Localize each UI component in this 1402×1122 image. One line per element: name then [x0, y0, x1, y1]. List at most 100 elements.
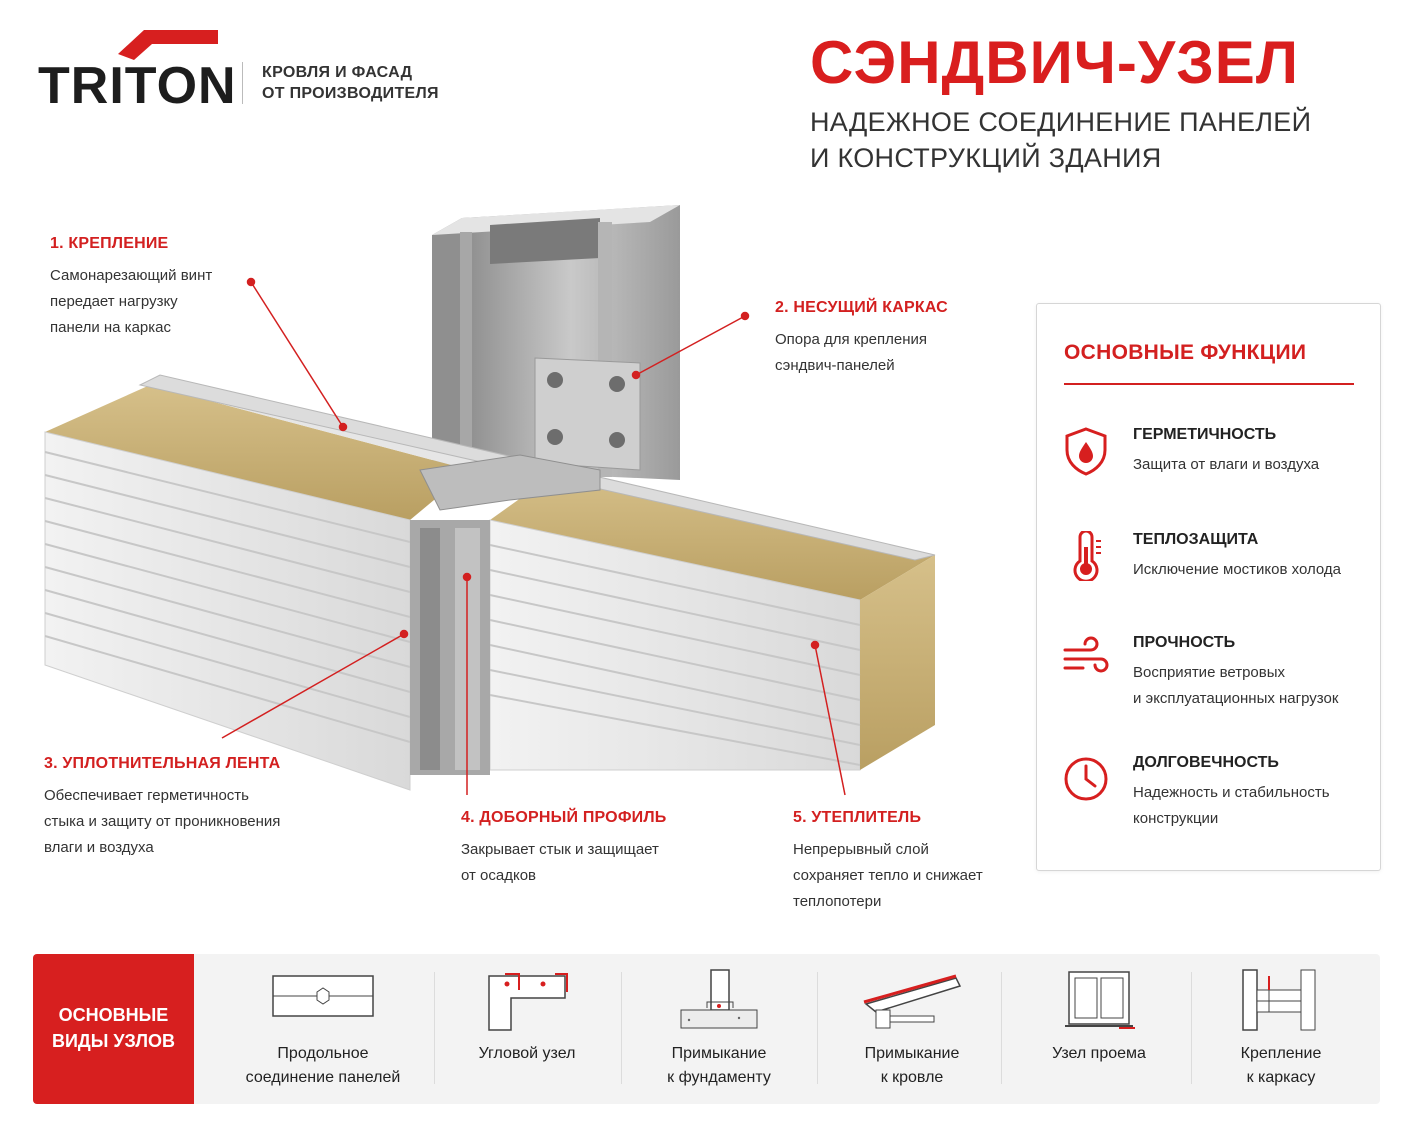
node-type-frame-fastening[interactable]: Крепление к каркасу	[1181, 954, 1381, 1104]
node-type-line: к кровле	[880, 1069, 944, 1086]
node-type-label: Узел проема	[999, 1042, 1199, 1066]
leader-dot-2	[740, 311, 750, 321]
callout-line: теплопотери	[793, 893, 882, 910]
node-type-foundation[interactable]: Примыкание к фундаменту	[619, 954, 819, 1104]
function-title: ТЕПЛОЗАЩИТА	[1133, 531, 1259, 548]
node-type-label: Угловой узел	[427, 1042, 627, 1066]
callout-text: Закрывает стык и защищает от осадков	[461, 837, 667, 889]
clock-icon	[1064, 757, 1108, 801]
node-separator	[621, 972, 622, 1084]
node-separator	[817, 972, 818, 1084]
frame-fastening-icon	[1242, 969, 1316, 1031]
node-type-opening[interactable]: Узел проема	[999, 954, 1199, 1104]
callout-title: 1. КРЕПЛЕНИЕ	[50, 235, 169, 252]
leader-line-3	[221, 633, 405, 739]
callout-load-frame: 2. НЕСУЩИЙ КАРКАС Опора для крепления сэ…	[775, 299, 948, 379]
callout-sealing-tape: 3. УПЛОТНИТЕЛЬНАЯ ЛЕНТА Обеспечивает гер…	[44, 755, 280, 861]
tagline-line-2: ОТ ПРОИЗВОДИТЕЛЯ	[262, 85, 439, 102]
callout-line: панели на каркас	[50, 319, 171, 336]
node-type-label: Крепление к каркасу	[1181, 1042, 1381, 1090]
page-subtitle: НАДЕЖНОЕ СОЕДИНЕНИЕ ПАНЕЛЕЙ И КОНСТРУКЦИ…	[810, 104, 1311, 176]
node-type-roof[interactable]: Примыкание к кровле	[812, 954, 1012, 1104]
function-title: ГЕРМЕТИЧНОСТЬ	[1133, 426, 1277, 443]
subtitle-line-2: И КОНСТРУКЦИЙ ЗДАНИЯ	[810, 143, 1162, 173]
node-separator	[1001, 972, 1002, 1084]
callout-line: Самонарезающий винт	[50, 267, 213, 284]
function-text: Восприятие ветровых и эксплуатационных н…	[1133, 660, 1373, 712]
node-separator	[1191, 972, 1192, 1084]
brand-tagline: КРОВЛЯ И ФАСАД ОТ ПРОИЗВОДИТЕЛЯ	[262, 62, 439, 104]
functions-panel: ОСНОВНЫЕ ФУНКЦИИ ГЕРМЕТИЧНОСТЬ Защита от…	[1036, 303, 1381, 871]
shield-drop-icon	[1065, 427, 1107, 476]
wind-icon	[1063, 636, 1109, 673]
callout-line: Непрерывный слой	[793, 841, 929, 858]
trim-profile	[410, 520, 490, 775]
node-types-label-block: ОСНОВНЫЕ ВИДЫ УЗЛОВ	[33, 954, 194, 1104]
foundation-junction-icon	[680, 969, 758, 1029]
node-type-line: к каркасу	[1246, 1069, 1316, 1086]
function-item-durability: ДОЛГОВЕЧНОСТЬ Надежность и стабильность …	[1061, 754, 1371, 844]
function-line: Надежность и стабильность	[1133, 784, 1330, 801]
callout-text: Опора для крепления сэндвич-панелей	[775, 327, 948, 379]
function-title: ДОЛГОВЕЧНОСТЬ	[1133, 754, 1279, 771]
node-types-label: ОСНОВНЫЕ ВИДЫ УЗЛОВ	[33, 1002, 194, 1054]
function-line: Восприятие ветровых	[1133, 664, 1286, 681]
node-type-line: Узел проема	[1052, 1045, 1146, 1062]
callout-line: стыка и защиту от проникновения	[44, 813, 281, 830]
function-item-sealing: ГЕРМЕТИЧНОСТЬ Защита от влаги и воздуха	[1061, 426, 1371, 516]
longitudinal-joint-icon	[272, 975, 374, 1017]
logo-wordmark: TRITON	[38, 57, 237, 115]
function-line: конструкции	[1133, 810, 1219, 827]
callout-title: 4. ДОБОРНЫЙ ПРОФИЛЬ	[461, 809, 667, 826]
node-type-label: Продольное соединение панелей	[223, 1042, 423, 1090]
node-type-corner[interactable]: Угловой узел	[427, 954, 627, 1104]
node-type-longitudinal[interactable]: Продольное соединение панелей	[223, 954, 423, 1104]
callout-text: Самонарезающий винт передает нагрузку па…	[50, 263, 212, 341]
function-text: Надежность и стабильность конструкции	[1133, 780, 1373, 832]
leader-line-5	[814, 644, 846, 796]
function-text: Защита от влаги и воздуха	[1133, 452, 1373, 478]
node-type-line: Угловой узел	[478, 1045, 576, 1062]
function-title: ПРОЧНОСТЬ	[1133, 634, 1236, 651]
node-types-label-line: ВИДЫ УЗЛОВ	[51, 1031, 176, 1051]
node-type-line: соединение панелей	[245, 1069, 401, 1086]
node-type-line: Примыкание	[864, 1045, 960, 1062]
tagline-line-1: КРОВЛЯ И ФАСАД	[262, 64, 413, 81]
thermometer-icon	[1073, 531, 1101, 581]
leader-line-2	[635, 315, 746, 376]
callout-line: Закрывает стык и защищает	[461, 841, 659, 858]
sandwich-node-illustration	[44, 205, 936, 796]
callout-insulation: 5. УТЕПЛИТЕЛЬ Непрерывный слой сохраняет…	[793, 809, 983, 915]
leader-dot-3	[399, 629, 409, 639]
function-item-strength: ПРОЧНОСТЬ Восприятие ветровых и эксплуат…	[1061, 634, 1371, 724]
function-item-thermal: ТЕПЛОЗАЩИТА Исключение мостиков холода	[1061, 531, 1371, 621]
node-type-line: Крепление	[1240, 1045, 1322, 1062]
callout-line: влаги и воздуха	[44, 839, 154, 856]
callout-title: 3. УПЛОТНИТЕЛЬНАЯ ЛЕНТА	[44, 755, 281, 772]
callout-trim-profile: 4. ДОБОРНЫЙ ПРОФИЛЬ Закрывает стык и защ…	[461, 809, 667, 889]
subtitle-line-1: НАДЕЖНОЕ СОЕДИНЕНИЕ ПАНЕЛЕЙ	[810, 107, 1312, 137]
function-line: и эксплуатационных нагрузок	[1133, 690, 1339, 707]
callout-text: Обеспечивает герметичность стыка и защит…	[44, 783, 280, 861]
leader-dot-4	[462, 572, 472, 582]
right-sandwich-panel	[489, 470, 935, 771]
logo-divider	[242, 62, 243, 104]
leader-dot-5	[810, 640, 820, 650]
node-type-line: к фундаменту	[667, 1069, 771, 1086]
roof-junction-icon	[863, 974, 962, 1029]
corner-node-icon	[488, 973, 568, 1031]
opening-node-icon	[1065, 971, 1135, 1029]
callout-text: Непрерывный слой сохраняет тепло и снижа…	[793, 837, 983, 915]
callout-line: передает нагрузку	[50, 293, 178, 310]
callout-line: от осадков	[461, 867, 537, 884]
node-type-label: Примыкание к фундаменту	[619, 1042, 819, 1090]
logo-roof-mark	[118, 30, 218, 60]
node-type-line: Продольное	[277, 1045, 369, 1062]
callout-title: 2. НЕСУЩИЙ КАРКАС	[775, 299, 948, 316]
node-types-strip: ОСНОВНЫЕ ВИДЫ УЗЛОВ Продольное соединени…	[33, 954, 1380, 1104]
leader-line-1	[250, 281, 344, 428]
leader-end-1	[338, 422, 348, 432]
callout-title: 5. УТЕПЛИТЕЛЬ	[793, 809, 922, 826]
callout-fastening: 1. КРЕПЛЕНИЕ Самонарезающий винт передае…	[50, 235, 212, 341]
bracket-plate	[534, 357, 641, 471]
